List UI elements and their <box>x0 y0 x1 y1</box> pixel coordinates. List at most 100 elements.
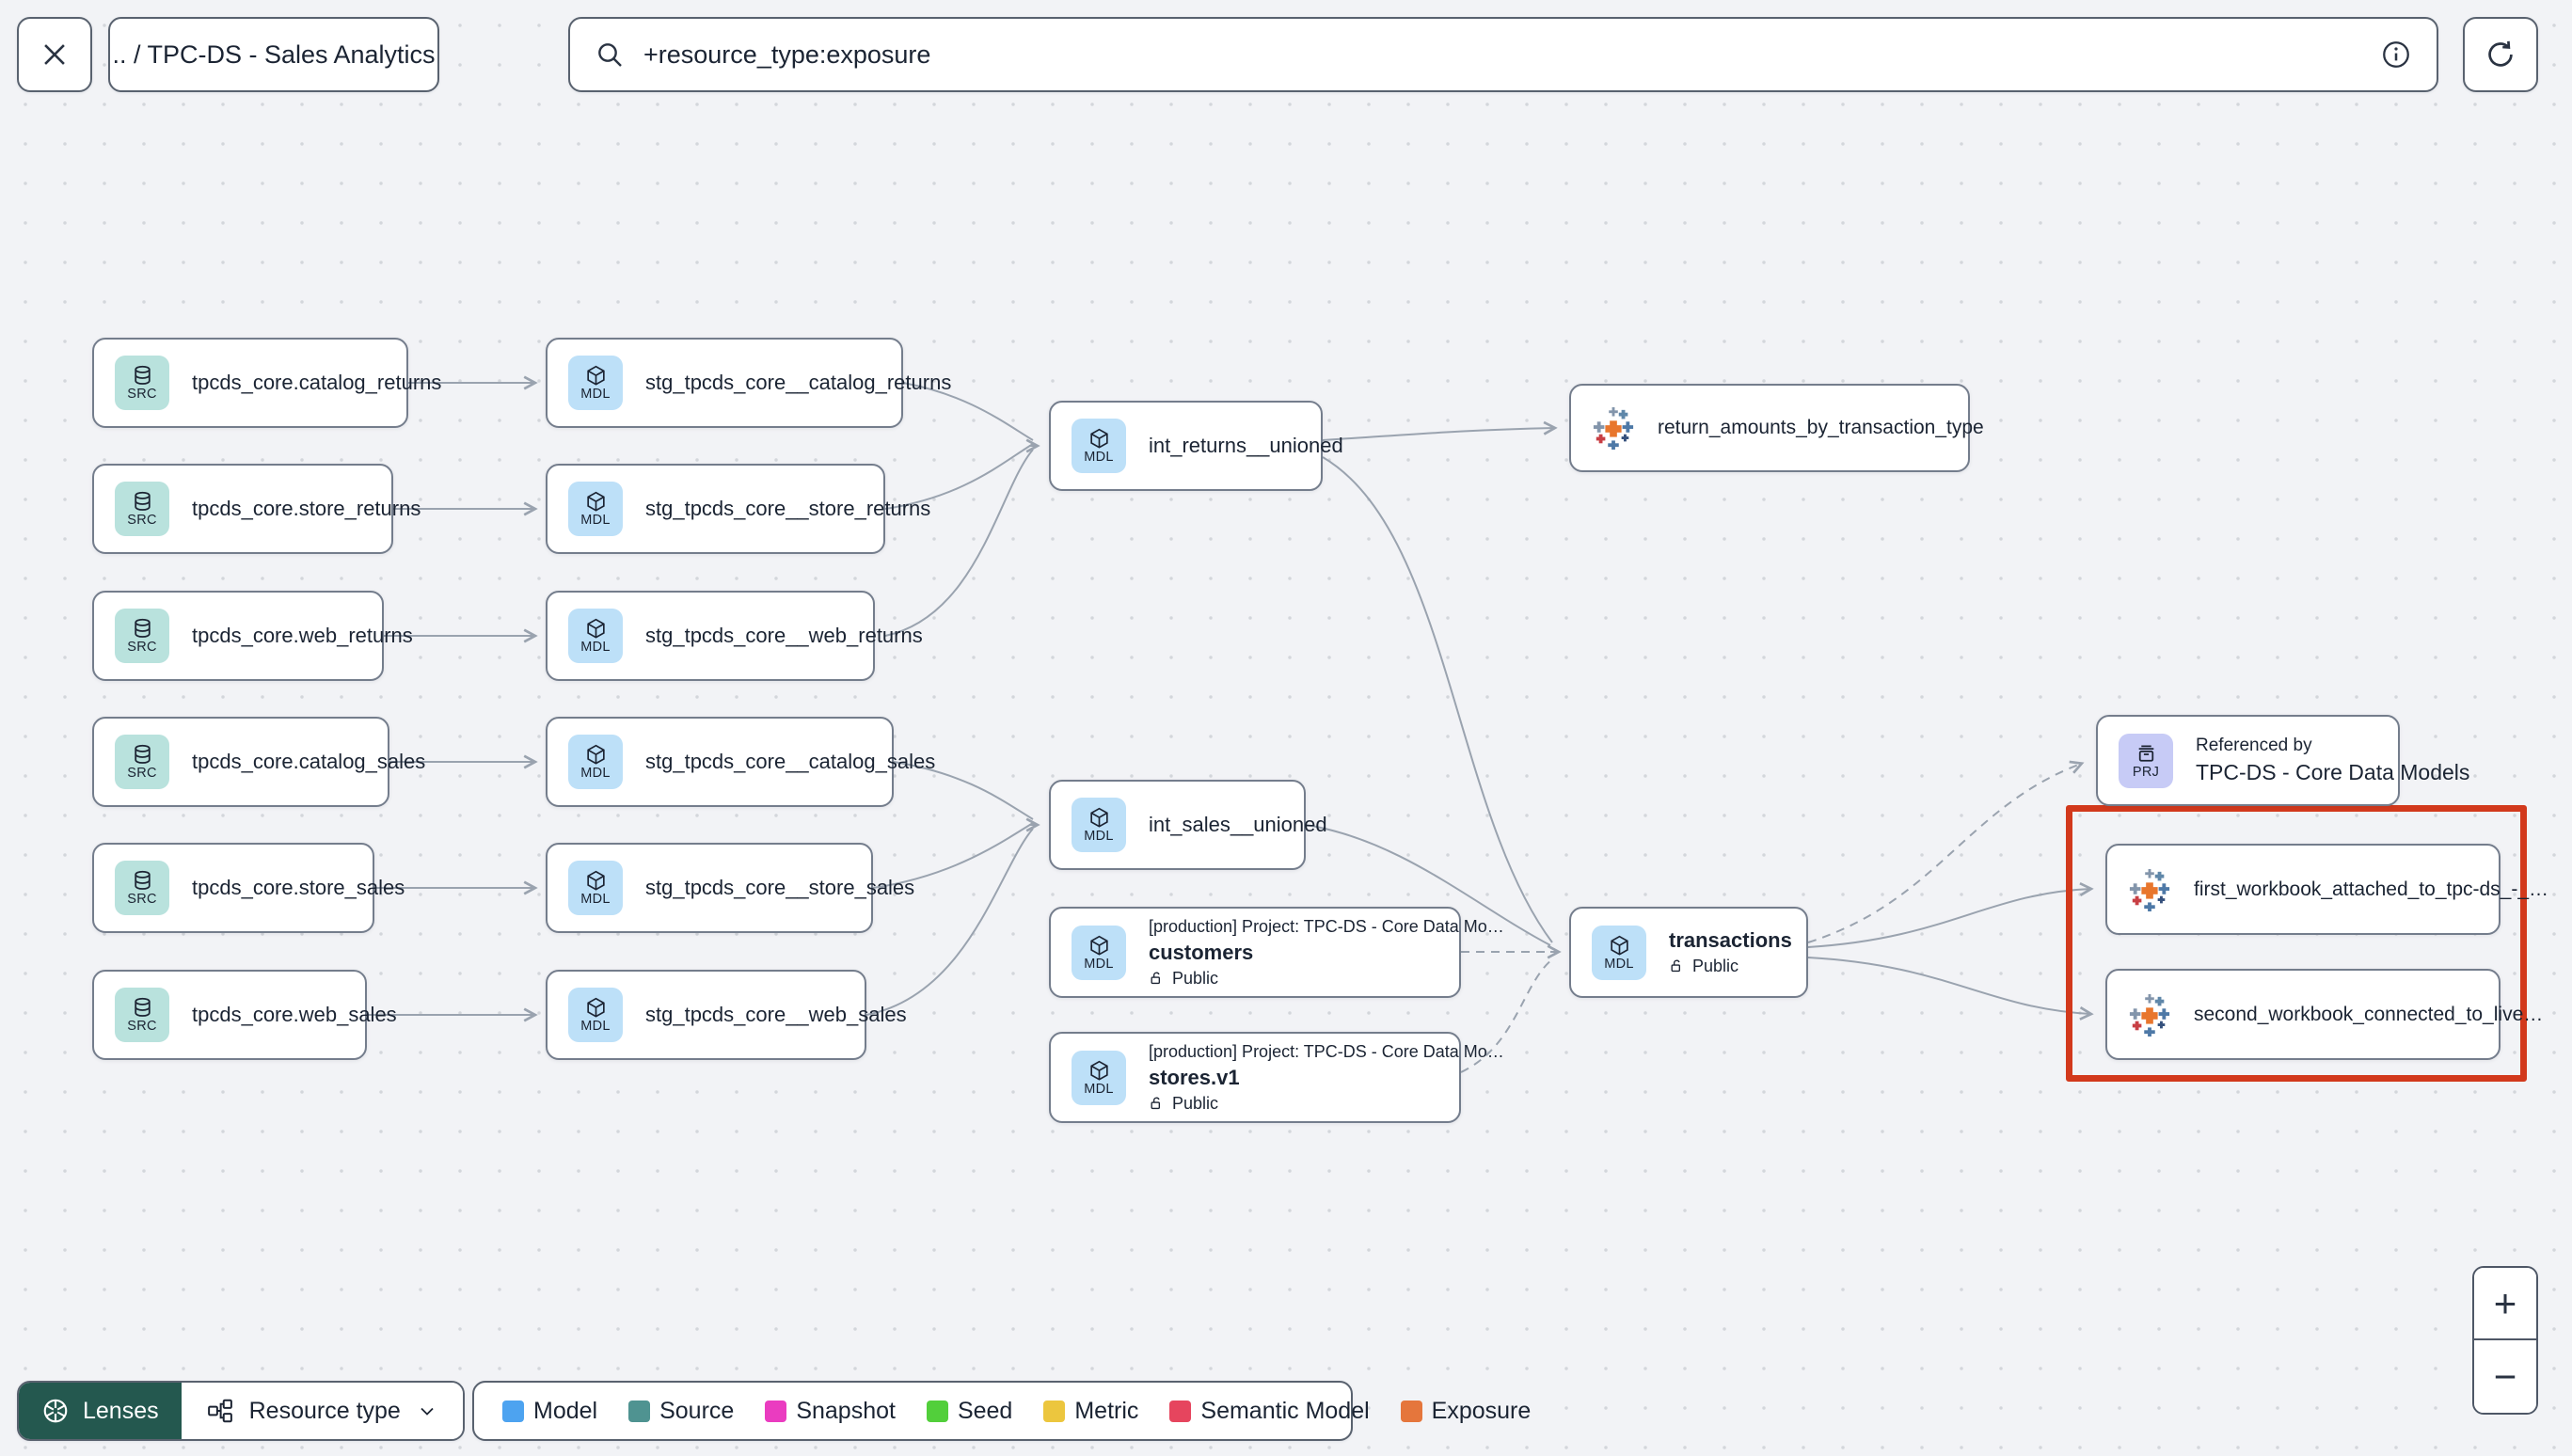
close-icon <box>39 39 71 71</box>
zoom-in-button[interactable]: + <box>2474 1268 2536 1340</box>
project-meta: [production] Project: TPC-DS - Core Data… <box>1149 916 1504 936</box>
legend-item-semantic-model: Semantic Model <box>1169 1398 1370 1425</box>
tableau-icon <box>1592 406 1635 450</box>
search-bar[interactable] <box>568 17 2438 92</box>
info-icon[interactable] <box>2380 39 2412 71</box>
legend-item-model: Model <box>502 1398 597 1425</box>
resource-type-dropdown[interactable]: Resource type <box>181 1383 463 1439</box>
access-label: Public <box>1172 1093 1219 1113</box>
node-source-web-sales[interactable]: SRC tpcds_core.web_sales <box>92 970 397 1060</box>
node-label: tpcds_core.web_returns <box>192 624 413 647</box>
legend-item-metric: Metric <box>1043 1398 1138 1425</box>
search-input[interactable] <box>643 40 2361 70</box>
node-label: stg_tpcds_core__web_returns <box>645 624 923 647</box>
lenses-label: Lenses <box>83 1397 159 1424</box>
model-badge: MDL <box>1604 956 1634 972</box>
project-badge: PRJ <box>2132 764 2160 780</box>
source-icon: SRC <box>115 609 169 663</box>
node-label: tpcds_core.store_returns <box>192 497 421 520</box>
node-label: int_sales__unioned <box>1149 813 1327 836</box>
model-badge: MDL <box>1084 956 1114 972</box>
model-badge: MDL <box>1084 450 1114 465</box>
node-source-web-returns[interactable]: SRC tpcds_core.web_returns <box>92 591 413 681</box>
legend-label: Snapshot <box>796 1397 896 1424</box>
node-int-sales-unioned[interactable]: MDL int_sales__unioned <box>1049 780 1327 870</box>
resource-type-label: Resource type <box>248 1397 401 1424</box>
node-exposure-return-amounts[interactable]: return_amounts_by_transaction_type <box>1569 384 1984 472</box>
node-stg-catalog-sales[interactable]: MDL stg_tpcds_core__catalog_sales <box>546 717 935 807</box>
legend-item-exposure: Exposure <box>1400 1397 1532 1425</box>
refresh-button[interactable] <box>2463 17 2538 92</box>
source-icon: SRC <box>115 735 169 789</box>
node-label: return_amounts_by_transaction_type <box>1658 417 1984 438</box>
hierarchy-icon <box>206 1397 234 1425</box>
node-exposure-second-workbook[interactable]: second_workbook_connected_to_live… <box>2105 969 2543 1060</box>
node-label: stg_tpcds_core__catalog_sales <box>645 750 936 773</box>
node-referenced-by-project[interactable]: PRJ Referenced by TPC-DS - Core Data Mod… <box>2096 715 2469 806</box>
project-icon: PRJ <box>2119 733 2173 788</box>
node-stg-store-sales[interactable]: MDL stg_tpcds_core__store_sales <box>546 843 914 933</box>
node-transactions[interactable]: MDL transactions Public <box>1569 907 1808 998</box>
refresh-icon <box>2484 38 2517 71</box>
legend-swatch <box>1043 1400 1066 1422</box>
referenced-project-name: TPC-DS - Core Data Models <box>2196 760 2470 784</box>
node-stg-web-sales[interactable]: MDL stg_tpcds_core__web_sales <box>546 970 907 1060</box>
node-label: second_workbook_connected_to_live… <box>2194 1003 2544 1025</box>
model-badge: MDL <box>580 766 611 781</box>
model-icon: MDL <box>568 735 623 789</box>
model-icon: MDL <box>1072 419 1126 473</box>
chevron-down-icon <box>416 1400 438 1422</box>
legend-item-snapshot: Snapshot <box>765 1398 896 1425</box>
lenses-control: Lenses Resource type <box>17 1381 465 1441</box>
access-label: Public <box>1692 957 1739 975</box>
model-icon: MDL <box>1592 925 1646 980</box>
node-label: int_returns__unioned <box>1149 434 1343 457</box>
legend-swatch <box>1169 1400 1192 1422</box>
search-icon <box>595 40 625 70</box>
node-source-store-returns[interactable]: SRC tpcds_core.store_returns <box>92 464 421 554</box>
close-button[interactable] <box>17 17 92 92</box>
access-label: Public <box>1172 968 1219 988</box>
node-label: tpcds_core.catalog_returns <box>192 371 442 394</box>
zoom-controls: + − <box>2472 1266 2538 1415</box>
legend-swatch <box>502 1400 524 1422</box>
node-stores-v1[interactable]: MDL [production] Project: TPC-DS - Core … <box>1049 1032 1504 1123</box>
node-stg-catalog-returns[interactable]: MDL stg_tpcds_core__catalog_returns <box>546 338 951 428</box>
legend-label: Model <box>533 1397 598 1424</box>
node-source-store-sales[interactable]: SRC tpcds_core.store_sales <box>92 843 405 933</box>
source-icon: SRC <box>115 988 169 1042</box>
model-icon: MDL <box>568 356 623 410</box>
model-badge: MDL <box>580 640 611 655</box>
model-badge: MDL <box>1084 829 1114 844</box>
legend-swatch <box>765 1400 787 1422</box>
legend-swatch <box>1400 1400 1422 1422</box>
node-label: tpcds_core.catalog_sales <box>192 750 426 773</box>
lenses-button[interactable]: Lenses <box>19 1383 182 1439</box>
node-int-returns-unioned[interactable]: MDL int_returns__unioned <box>1049 401 1343 491</box>
node-source-catalog-returns[interactable]: SRC tpcds_core.catalog_returns <box>92 338 441 428</box>
model-icon: MDL <box>568 861 623 915</box>
model-icon: MDL <box>1072 798 1126 852</box>
legend-swatch <box>926 1400 948 1422</box>
zoom-out-button[interactable]: − <box>2474 1340 2536 1413</box>
node-exposure-first-workbook[interactable]: first_workbook_attached_to_tpc-ds_-_… <box>2105 844 2548 935</box>
node-customers[interactable]: MDL [production] Project: TPC-DS - Core … <box>1049 907 1504 998</box>
legend-item-seed: Seed <box>926 1398 1012 1425</box>
legend-label: Metric <box>1074 1397 1139 1424</box>
model-icon: MDL <box>568 609 623 663</box>
model-icon: MDL <box>568 988 623 1042</box>
node-source-catalog-sales[interactable]: SRC tpcds_core.catalog_sales <box>92 717 425 807</box>
unlock-icon <box>1149 971 1165 987</box>
node-label: stg_tpcds_core__web_sales <box>645 1003 907 1026</box>
node-stg-web-returns[interactable]: MDL stg_tpcds_core__web_returns <box>546 591 923 681</box>
selection-highlight <box>2066 805 2527 1082</box>
breadcrumb[interactable]: .. / TPC-DS - Sales Analytics <box>108 17 439 92</box>
node-label: first_workbook_attached_to_tpc-ds_-_… <box>2194 878 2549 900</box>
model-icon: MDL <box>568 482 623 536</box>
unlock-icon <box>1669 958 1685 974</box>
node-stg-store-returns[interactable]: MDL stg_tpcds_core__store_returns <box>546 464 930 554</box>
legend-label: Exposure <box>1431 1397 1532 1424</box>
model-icon: MDL <box>1072 1050 1126 1105</box>
